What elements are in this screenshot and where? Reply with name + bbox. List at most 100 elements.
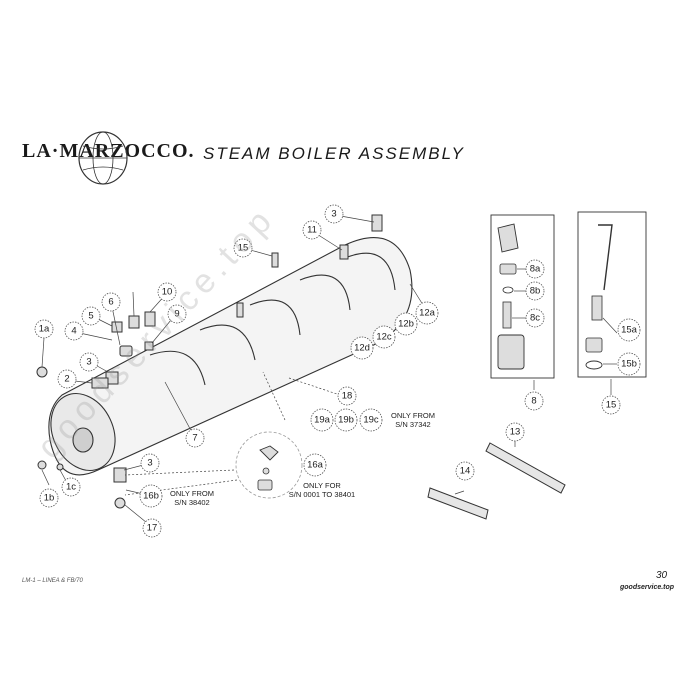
callout-circle: [79, 352, 99, 372]
callout-circle: [39, 488, 59, 508]
callout-14: 14: [455, 461, 475, 481]
callout-label: 1b: [44, 493, 55, 504]
callout-12a: 12a: [415, 301, 439, 325]
note-only-for: ONLY FOR S/N 0001 TO 38401: [282, 481, 362, 499]
callout-8: 8: [524, 391, 544, 411]
callout-label: 13: [510, 427, 521, 438]
brackets: [427, 442, 566, 520]
callout-7: 7: [185, 428, 205, 448]
callout-label: 15b: [621, 359, 637, 370]
callout-3: 3: [79, 352, 99, 372]
footer-model: LM-1 – LINEA & FB/70: [22, 578, 83, 584]
callout-label: 9: [174, 309, 179, 320]
callout-circle: [350, 336, 374, 360]
callout-label: 12b: [398, 319, 414, 330]
callout-label: 15a: [621, 325, 638, 336]
callout-label: 8: [531, 396, 536, 407]
callout-label: 12d: [354, 343, 370, 354]
callout-label: 17: [147, 523, 158, 534]
callout-15b: 15b: [617, 352, 641, 376]
callout-circle: [359, 408, 383, 432]
callout-circle: [334, 408, 358, 432]
callout-label: 19c: [363, 415, 379, 426]
callout-circle: [337, 386, 357, 406]
callout-circle: [64, 321, 84, 341]
callout-3: 3: [324, 204, 344, 224]
callout-12d: 12d: [350, 336, 374, 360]
callout-16a: 16a: [303, 453, 327, 477]
callout-circle: [525, 308, 545, 328]
callout-8b: 8b: [525, 281, 545, 301]
note-text: S/N 37342: [395, 420, 431, 429]
callout-circle: [233, 238, 253, 258]
callout-circle: [34, 319, 54, 339]
page-title: STEAM BOILER ASSEMBLY: [203, 144, 465, 163]
callout-label: 8a: [530, 264, 541, 275]
callout-19b: 19b: [334, 408, 358, 432]
boiler-body: [48, 237, 413, 476]
callout-11: 11: [302, 220, 322, 240]
brand-logo: LA·MARZOCCO.: [22, 140, 195, 162]
callout-circle: [302, 220, 322, 240]
callout-circle: [185, 428, 205, 448]
callout-13: 13: [505, 422, 525, 442]
callout-label: 5: [88, 311, 93, 322]
callout-1b: 1b: [39, 488, 59, 508]
note-text: S/N 38402: [174, 498, 210, 507]
callout-circle: [157, 282, 177, 302]
callout-label: 12a: [419, 308, 436, 319]
callout-label: 19b: [338, 415, 354, 426]
callout-6: 6: [101, 292, 121, 312]
fittings: [36, 214, 383, 509]
callout-circle: [505, 422, 525, 442]
note-text: ONLY FROM: [391, 411, 435, 420]
callout-15: 15: [233, 238, 253, 258]
callout-label: 15: [238, 243, 249, 254]
callout-8a: 8a: [525, 259, 545, 279]
callout-1a: 1a: [34, 319, 54, 339]
callout-15a: 15a: [617, 318, 641, 342]
callout-label: 3: [86, 357, 91, 368]
callout-4: 4: [64, 321, 84, 341]
callout-label: 15: [606, 400, 617, 411]
callout-label: 11: [307, 225, 317, 236]
callout-circle: [81, 306, 101, 326]
note-only-from-37342: ONLY FROM S/N 37342: [384, 411, 442, 429]
callout-circle: [167, 304, 187, 324]
callout-label: 1c: [66, 482, 76, 493]
logo-globe-icon: [78, 131, 128, 185]
detail-16-zoom: [235, 431, 303, 499]
callout-label: 16b: [143, 491, 159, 502]
callout-circle: [303, 453, 327, 477]
note-text: ONLY FROM: [170, 489, 214, 498]
callout-circle: [372, 325, 396, 349]
callout-label: 7: [192, 433, 197, 444]
callout-5: 5: [81, 306, 101, 326]
callout-19c: 19c: [359, 408, 383, 432]
callout-circle: [415, 301, 439, 325]
callout-circle: [324, 204, 344, 224]
callout-label: 16a: [307, 460, 324, 471]
callout-15: 15: [601, 395, 621, 415]
callout-layer: 1a1b1c2333456788a8b8c9101112a12b12c12d13…: [34, 204, 641, 538]
callout-circle: [455, 461, 475, 481]
footer-site: goodservice.top: [620, 584, 675, 591]
note-text: ONLY FOR: [303, 481, 341, 490]
note-only-from-38402: ONLY FROM S/N 38402: [162, 489, 222, 507]
callout-label: 6: [108, 297, 113, 308]
callout-label: 3: [147, 458, 152, 469]
callout-circle: [310, 408, 334, 432]
callout-10: 10: [157, 282, 177, 302]
callout-1c: 1c: [61, 477, 81, 497]
callout-circle: [617, 352, 641, 376]
callout-8c: 8c: [525, 308, 545, 328]
callout-label: 19a: [314, 415, 331, 426]
panel-15: [577, 211, 647, 378]
callout-12b: 12b: [394, 312, 418, 336]
callout-circle: [394, 312, 418, 336]
callout-label: 3: [331, 209, 336, 220]
callout-17: 17: [142, 518, 162, 538]
callout-circle: [525, 281, 545, 301]
